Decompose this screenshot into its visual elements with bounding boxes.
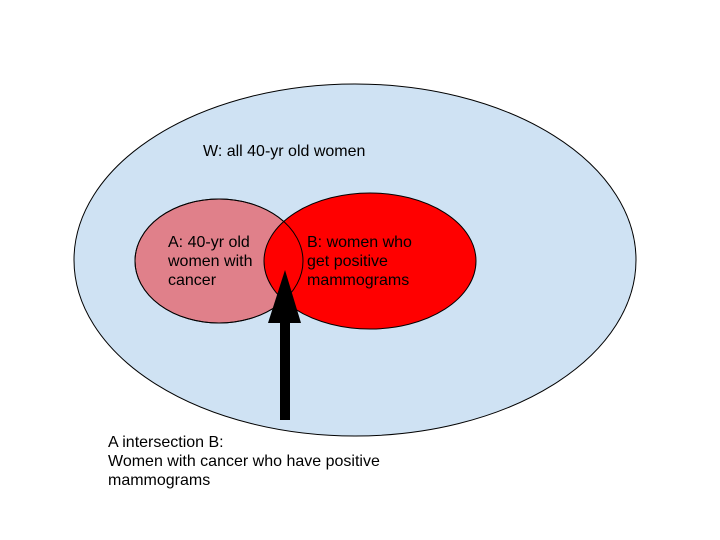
set-b-label: B: women who get positive mammograms [307,233,412,290]
caption-line: A intersection B: [108,434,224,451]
set-b-label-line: B: women who [307,234,412,251]
set-a-label-line: cancer [168,272,217,289]
set-a-label: A: 40-yr old women with cancer [168,233,252,290]
arrow-shaft [280,322,290,420]
intersection-caption: A intersection B: Women with cancer who … [108,433,380,490]
caption-line: mammograms [108,472,211,489]
set-a-outline [134,198,304,324]
caption-line: Women with cancer who have positive [108,453,380,470]
set-a-label-line: A: 40-yr old [168,234,250,251]
set-b-ellipse [263,192,477,330]
set-b-label-line: get positive [307,253,388,270]
set-b-label-line: mammograms [307,272,410,289]
arrow-head [268,270,301,323]
set-a-label-line: women with [168,253,253,270]
set-w-label: W: all 40-yr old women [203,143,366,160]
